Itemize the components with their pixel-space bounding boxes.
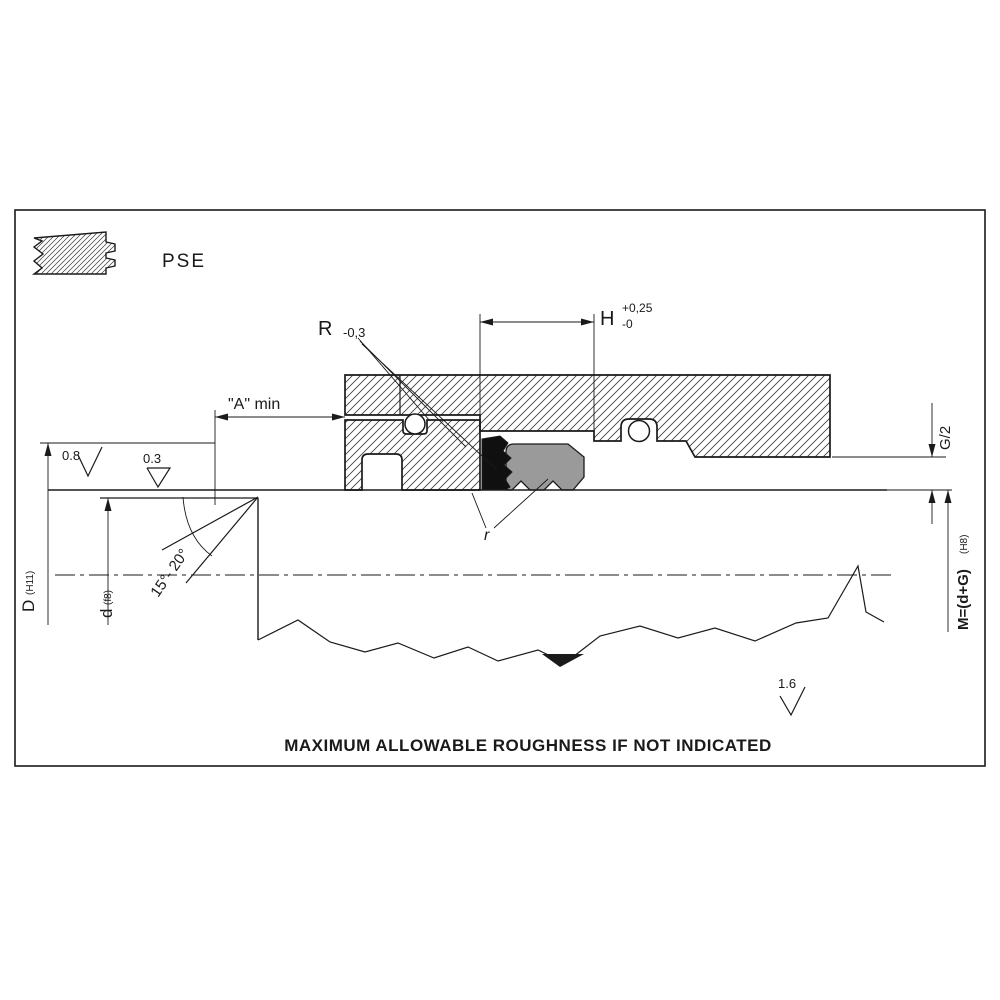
pse-icon-profile: [31, 231, 116, 275]
d-rod-symbol: d: [97, 609, 116, 618]
o-ring-left: [404, 413, 426, 435]
dim-a-min: "A" min: [214, 396, 345, 505]
h-tol-minus-label: -0: [622, 317, 633, 331]
seal-assembly: [481, 435, 585, 491]
rod-break-line: [257, 564, 885, 664]
rough-chamfer-triangle-icon: [146, 467, 172, 489]
rough-left-label: 0.8: [62, 448, 80, 463]
corner-r-label: r: [484, 527, 490, 544]
a-min-arrow-left: [215, 413, 228, 421]
a-min-label: "A" min: [228, 396, 280, 413]
a-min-arrow-right: [332, 413, 345, 421]
d-rod-arrow: [104, 498, 112, 511]
m-formula-label: M=(d+G): [955, 569, 972, 630]
rough-left-check-icon: [77, 446, 103, 478]
angle-arc: [182, 496, 213, 557]
d-bore-arrow: [44, 443, 52, 456]
rough-bottom-label: 1.6: [778, 676, 796, 691]
corner-r-leader-2: [493, 478, 549, 529]
o-ring-right: [627, 419, 651, 443]
m-arrow: [944, 490, 952, 503]
dim-rod-d: d (f8): [97, 498, 116, 625]
dim-radius-R: R -0,3: [318, 318, 498, 471]
r-tolerance-label: -0,3: [343, 325, 365, 340]
h-symbol-label: H: [600, 308, 614, 330]
roughness-marks: 0.8 0.3 1.6: [62, 446, 806, 717]
housing-outline: [344, 374, 831, 458]
r-symbol-label: R: [318, 318, 332, 340]
footer-note: MAXIMUM ALLOWABLE ROUGHNESS IF NOT INDIC…: [284, 736, 772, 755]
dim-groove-H: H +0,25 -0: [479, 301, 653, 430]
housing-section: [344, 374, 831, 458]
chamfer-line-upper: [161, 496, 259, 551]
pse-label: PSE: [162, 251, 206, 272]
h-arrow-left: [480, 318, 493, 326]
seal-gray-ring: [505, 443, 585, 491]
pse-icon: [31, 231, 116, 275]
dim-g-half: G/2: [832, 403, 954, 524]
chamfer-line-lower: [185, 496, 259, 584]
h-tol-plus-label: +0,25: [622, 301, 653, 315]
o-rings: [404, 413, 651, 443]
rough-bottom-check-icon: [779, 686, 806, 717]
g-half-arrow-upper: [928, 444, 936, 457]
m-fit-label: (H8): [959, 535, 970, 554]
dim-m-bore: M=(d+G) (H8): [944, 490, 972, 632]
rough-chamfer-label: 0.3: [143, 451, 161, 466]
g-half-arrow-lower: [928, 490, 936, 503]
dim-corner-r: r: [471, 478, 549, 544]
h-arrow-right: [581, 318, 594, 326]
d-bore-symbol: D: [19, 600, 38, 612]
rod-section: [48, 489, 887, 667]
d-bore-fit: (H11): [25, 571, 36, 595]
break-triangle-mark: [542, 654, 584, 667]
g-half-label: G/2: [937, 426, 954, 450]
d-rod-fit: (f8): [103, 590, 114, 605]
dim-bore-D: D (H11): [19, 442, 215, 625]
corner-r-leader-1: [471, 492, 487, 529]
r-leader-3: [361, 343, 498, 471]
